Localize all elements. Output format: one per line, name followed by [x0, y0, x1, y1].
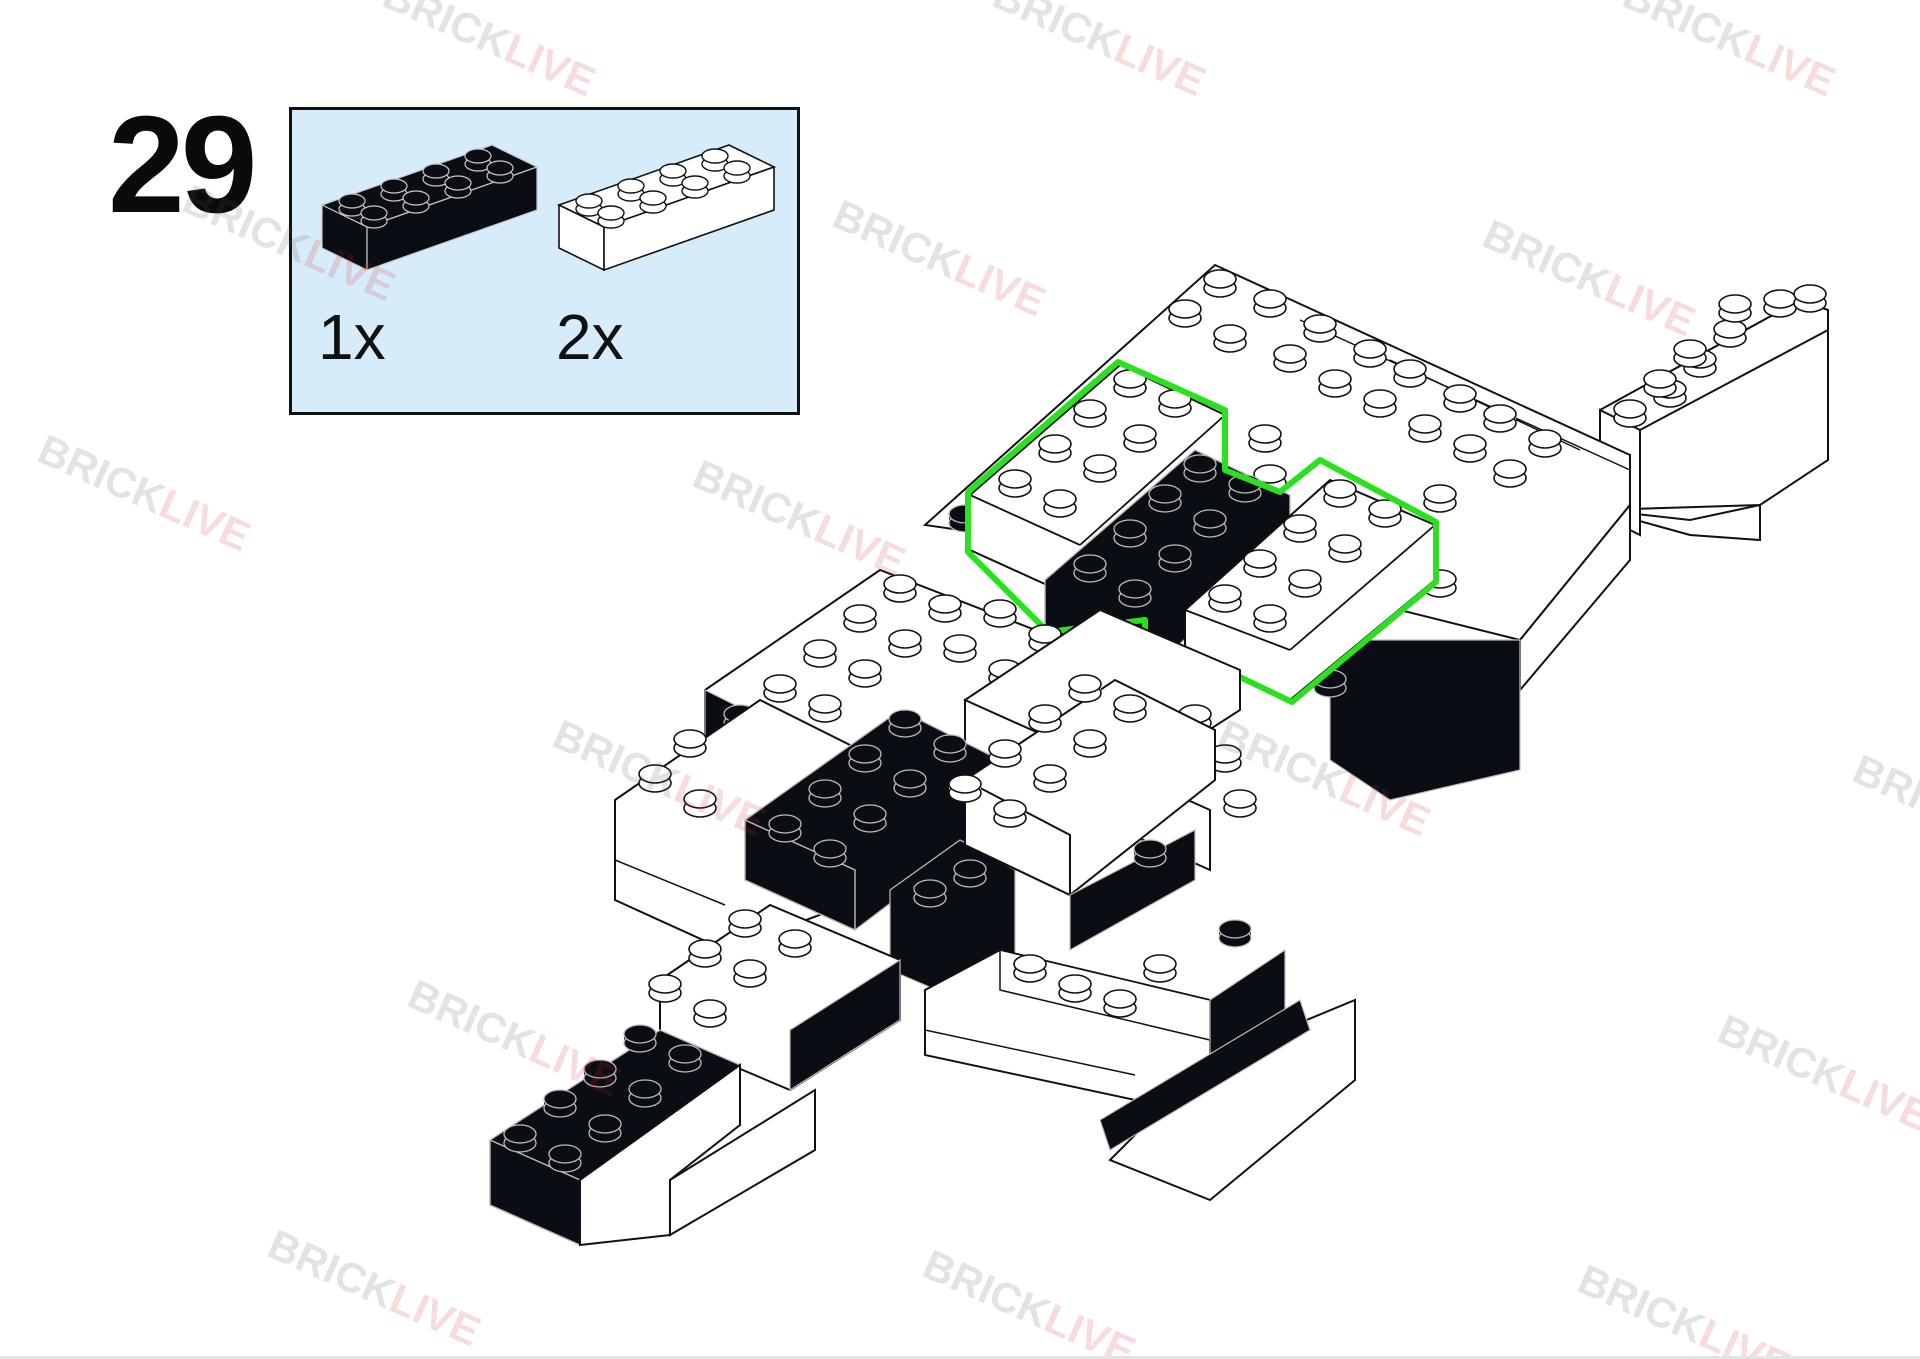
parts-illustration: [320, 144, 777, 272]
lower-center-bricks: [924, 919, 1356, 1202]
part-quantity-black: 1x: [318, 301, 386, 373]
black-brick-2x4-icon: [320, 144, 539, 271]
part-quantity-white: 2x: [556, 301, 624, 373]
left-arm-bricks: [489, 903, 901, 1247]
front-white-brick: [948, 674, 1216, 952]
back-right-bricks: [1599, 284, 1829, 542]
step-number: 29: [108, 88, 257, 242]
white-brick-2x4-icon: [556, 144, 777, 272]
parts-list-callout: [289, 107, 800, 415]
bottom-rule: [0, 1356, 1920, 1359]
